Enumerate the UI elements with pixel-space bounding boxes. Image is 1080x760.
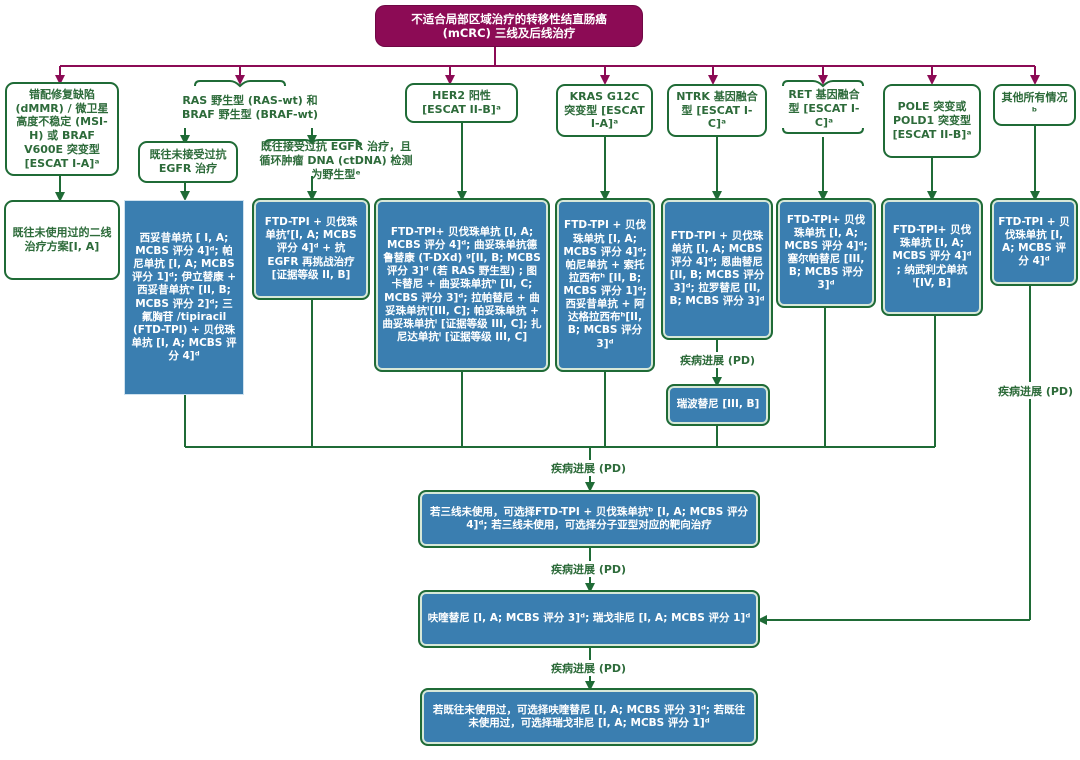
header-dmmr-text: 错配修复缺陷 (dMMR) / 微卫星高度不稳定 (MSI-H) 或 BRAF … bbox=[15, 87, 109, 170]
header-her2: HER2 阳性 [ESCAT II-B]ᵃ bbox=[405, 83, 518, 123]
pd-label-line5: 疾病进展 (PD) bbox=[548, 561, 630, 577]
treatment-dmmr: 既往未使用过的二线治疗方案[I, A] bbox=[4, 200, 120, 280]
treatment-line4: 若三线未使用，可选择FTD-TPI + 贝伐珠单抗ᵇ [I, A; MCBS 评… bbox=[418, 490, 760, 548]
treatment-ret: FTD-TPI+ 贝伐珠单抗 [I, A; MCBS 评分 4]ᵈ; 塞尔帕替尼… bbox=[776, 198, 876, 308]
treatment-her2: FTD-TPI+ 贝伐珠单抗 [I, A; MCBS 评分 4]ᵈ; 曲妥珠单抗… bbox=[374, 198, 550, 372]
header-ntrk: NTRK 基因融合型 [ESCAT I-C]ᵃ bbox=[667, 84, 767, 137]
root-title-line2: (mCRC) 三线及后线治疗 bbox=[442, 26, 576, 40]
header-pole-text: POLE 突变或 POLD1 突变型 [ESCAT II-B]ᵃ bbox=[892, 100, 972, 141]
treatment-dmmr-text: 既往未使用过的二线治疗方案[I, A] bbox=[12, 226, 112, 253]
header-other-text: 其他所有情况ᵇ bbox=[1001, 91, 1068, 118]
pd-label-other: 疾病进展 (PD) bbox=[995, 383, 1077, 399]
treatment-ntrk-next: 瑞波替尼 [III, B] bbox=[666, 384, 770, 426]
treatment-ret-text: FTD-TPI+ 贝伐珠单抗 [I, A; MCBS 评分 4]ᵈ; 塞尔帕替尼… bbox=[784, 213, 868, 292]
treatment-kras: FTD-TPI + 贝伐珠单抗 [I, A; MCBS 评分 4]ᵈ; 帕尼单抗… bbox=[555, 198, 655, 372]
flow-connectors bbox=[55, 80, 1040, 691]
treatment-ntrk-text: FTD-TPI + 贝伐珠单抗 [I, A; MCBS 评分 4]ᵈ; 恩曲替尼… bbox=[669, 229, 765, 308]
treatment-prior-egfr-text: FTD-TPI + 贝伐珠单抗ᶠ[I, A; MCBS 评分 4]ᵈ + 抗 E… bbox=[264, 216, 358, 281]
header-dmmr: 错配修复缺陷 (dMMR) / 微卫星高度不稳定 (MSI-H) 或 BRAF … bbox=[5, 82, 119, 176]
treatment-ntrk: FTD-TPI + 贝伐珠单抗 [I, A; MCBS 评分 4]ᵈ; 恩曲替尼… bbox=[661, 198, 773, 340]
pd-label-ntrk: 疾病进展 (PD) bbox=[677, 352, 759, 368]
header-ret-text: RET 基因融合型 [ESCAT I-C]ᵃ bbox=[788, 88, 860, 129]
treatment-pole: FTD-TPI+ 贝伐珠单抗 [I, A; MCBS 评分 4]ᵈ ; 纳武利尤… bbox=[881, 198, 983, 316]
treatment-line6-text: 若既往未使用过，可选择呋喹替尼 [I, A; MCBS 评分 3]ᵈ; 若既往未… bbox=[432, 703, 746, 729]
subheader-prior-egfr-text: 既往接受过抗 EGFR 治疗，且循环肿瘤 DNA (ctDNA) 检测为野生型ᵉ bbox=[259, 140, 413, 181]
treatment-line5: 呋喹替尼 [I, A; MCBS 评分 3]ᵈ; 瑞戈非尼 [I, A; MCB… bbox=[418, 590, 760, 648]
pd-label-line6: 疾病进展 (PD) bbox=[548, 660, 630, 676]
treatment-kras-text: FTD-TPI + 贝伐珠单抗 [I, A; MCBS 评分 4]ᵈ; 帕尼单抗… bbox=[563, 219, 647, 350]
header-ras-braf-wt-text: RAS 野生型 (RAS-wt) 和 BRAF 野生型 (BRAF-wt) bbox=[181, 94, 319, 121]
treatment-line4-text: 若三线未使用，可选择FTD-TPI + 贝伐珠单抗ᵇ [I, A; MCBS 评… bbox=[429, 505, 749, 531]
treatment-line5-text: 呋喹替尼 [I, A; MCBS 评分 3]ᵈ; 瑞戈非尼 [I, A; MCB… bbox=[427, 612, 751, 625]
header-ret: RET 基因融合型 [ESCAT I-C]ᵃ bbox=[780, 88, 868, 129]
treatment-no-egfr: 西妥昔单抗 [ I, A; MCBS 评分 4]ᵈ; 帕尼单抗 [I, A; M… bbox=[124, 200, 244, 395]
root-connectors bbox=[55, 47, 1040, 85]
header-pole: POLE 突变或 POLD1 突变型 [ESCAT II-B]ᵃ bbox=[883, 84, 981, 158]
header-kras-text: KRAS G12C 突变型 [ESCAT I-A]ᵃ bbox=[564, 89, 645, 131]
header-ntrk-text: NTRK 基因融合型 [ESCAT I-C]ᵃ bbox=[676, 89, 758, 131]
header-kras: KRAS G12C 突变型 [ESCAT I-A]ᵃ bbox=[556, 84, 653, 137]
treatment-her2-text: FTD-TPI+ 贝伐珠单抗 [I, A; MCBS 评分 4]ᵈ; 曲妥珠单抗… bbox=[382, 225, 542, 343]
subheader-no-egfr-text: 既往未接受过抗 EGFR 治疗 bbox=[149, 148, 227, 175]
header-other: 其他所有情况ᵇ bbox=[993, 84, 1076, 126]
treatment-prior-egfr: FTD-TPI + 贝伐珠单抗ᶠ[I, A; MCBS 评分 4]ᵈ + 抗 E… bbox=[252, 198, 370, 300]
root-title: 不适合局部区域治疗的转移性结直肠癌 (mCRC) 三线及后线治疗 bbox=[375, 5, 643, 47]
treatment-other-text: FTD-TPI + 贝伐珠单抗 [I, A; MCBS 评分 4]ᵈ bbox=[998, 215, 1070, 268]
subheader-prior-egfr: 既往接受过抗 EGFR 治疗，且循环肿瘤 DNA (ctDNA) 检测为野生型ᵉ bbox=[252, 140, 420, 181]
treatment-pole-text: FTD-TPI+ 贝伐珠单抗 [I, A; MCBS 评分 4]ᵈ ; 纳武利尤… bbox=[892, 224, 972, 289]
subheader-no-egfr: 既往未接受过抗 EGFR 治疗 bbox=[138, 141, 238, 183]
treatment-ntrk-next-text: 瑞波替尼 [III, B] bbox=[676, 398, 760, 411]
header-her2-text: HER2 阳性 [ESCAT II-B]ᵃ bbox=[422, 89, 501, 116]
pd-label-line4: 疾病进展 (PD) bbox=[548, 460, 630, 476]
header-ras-braf-wt: RAS 野生型 (RAS-wt) 和 BRAF 野生型 (BRAF-wt) bbox=[170, 90, 330, 126]
treatment-no-egfr-text: 西妥昔单抗 [ I, A; MCBS 评分 4]ᵈ; 帕尼单抗 [I, A; M… bbox=[131, 231, 237, 362]
treatment-other: FTD-TPI + 贝伐珠单抗 [I, A; MCBS 评分 4]ᵈ bbox=[990, 198, 1078, 286]
root-title-line1: 不适合局部区域治疗的转移性结直肠癌 bbox=[411, 11, 607, 26]
treatment-line6: 若既往未使用过，可选择呋喹替尼 [I, A; MCBS 评分 3]ᵈ; 若既往未… bbox=[420, 688, 758, 746]
